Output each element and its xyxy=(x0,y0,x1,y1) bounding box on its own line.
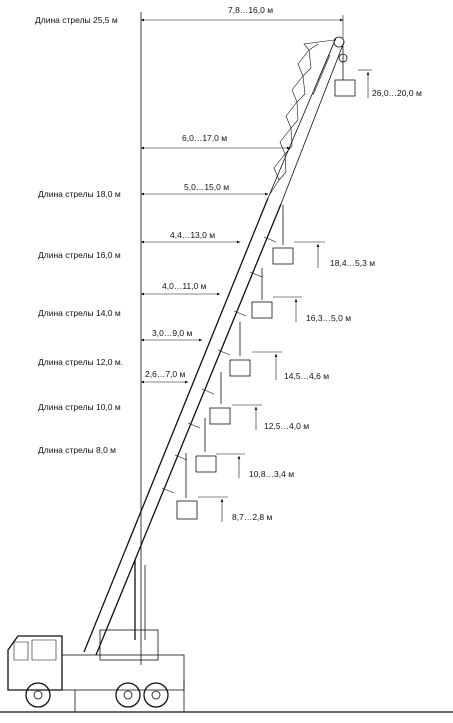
boom xyxy=(83,36,348,656)
boom-length-label: Длина стрелы 8,0 м xyxy=(38,445,116,455)
height-label: 18,4…5,3 м xyxy=(330,258,375,268)
boom-length-label: Длина стрелы 16,0 м xyxy=(38,250,121,260)
reach-label: 6,0…17,0 м xyxy=(182,133,227,143)
height-label: 26,0…20,0 м xyxy=(372,88,422,98)
height-label: 12,5…4,0 м xyxy=(264,421,309,431)
truck xyxy=(0,560,453,713)
height-label: 14,5…4,6 м xyxy=(284,371,329,381)
reach-label: 3,0…9,0 м xyxy=(152,328,192,338)
height-labels: 26,0…20,0 м 18,4…5,3 м 16,3…5,0 м 14,5…4… xyxy=(232,88,422,522)
height-label: 16,3…5,0 м xyxy=(306,313,351,323)
boom-length-label: Длина стрелы 10,0 м xyxy=(38,402,121,412)
boom-length-label: Длина стрелы 18,0 м xyxy=(38,189,121,199)
reach-label: 7,8…16,0 м xyxy=(228,5,273,15)
reach-label: 2,6…7,0 м xyxy=(145,369,185,379)
reach-labels: 7,8…16,0 м 6,0…17,0 м 5,0…15,0 м 4,4…13,… xyxy=(145,5,273,379)
reach-dimensions xyxy=(140,15,344,384)
height-label: 8,7…2,8 м xyxy=(232,512,272,522)
boom-length-label: Длина стрелы 25,5 м xyxy=(35,15,118,25)
lattice-jib xyxy=(267,37,345,205)
boom-length-label: Длина стрелы 14,0 м xyxy=(38,308,121,318)
reach-label: 4,4…13,0 м xyxy=(170,230,215,240)
loads xyxy=(176,79,356,520)
height-dimensions xyxy=(198,69,372,522)
height-label: 10,8…3,4 м xyxy=(249,469,294,479)
boom-length-labels: Длина стрелы 25,5 м Длина стрелы 18,0 м … xyxy=(35,15,123,455)
reach-label: 4,0…11,0 м xyxy=(162,281,207,291)
boom-length-label: Длина стрелы 12,0 м. xyxy=(38,357,123,367)
reach-label: 5,0…15,0 м xyxy=(184,182,229,192)
